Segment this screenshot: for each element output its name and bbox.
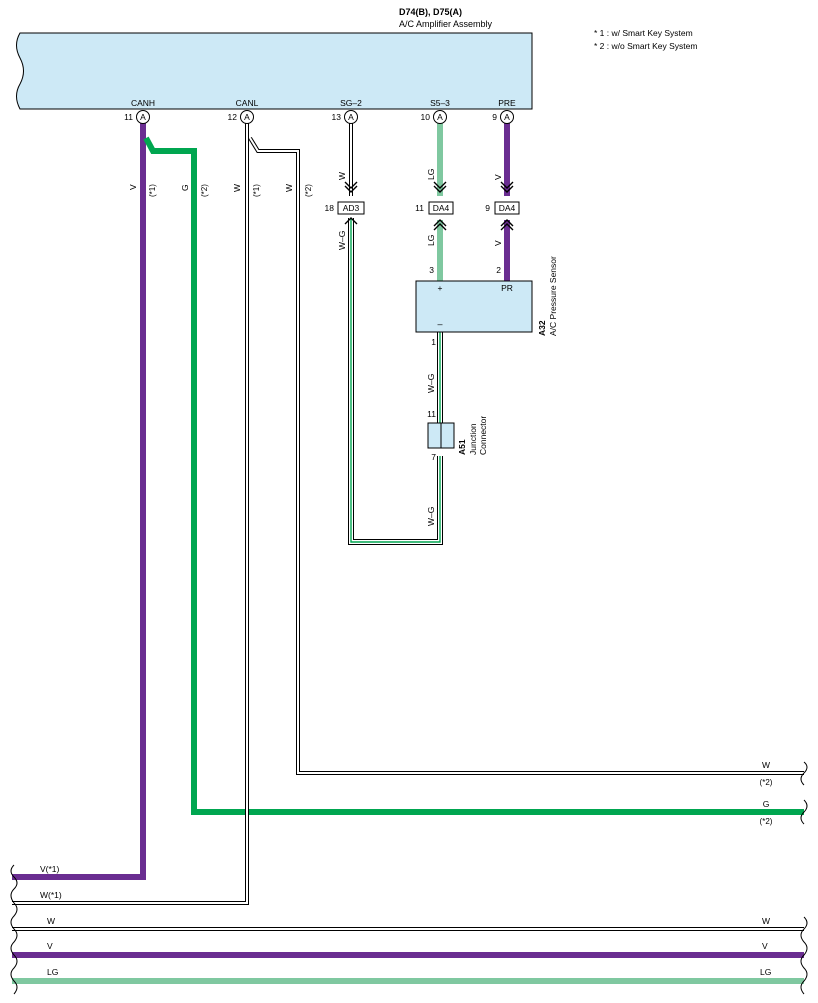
label-s53-lg-bottom: LG [426, 235, 436, 246]
wire-canh-green [143, 136, 804, 815]
svg-text:2: 2 [496, 265, 501, 275]
label-canl-w2-opt: (*2) [304, 184, 313, 197]
label-canl-w2: W [284, 184, 294, 192]
note-1: * 1 : w/ Smart Key System [594, 28, 693, 38]
label-canl-w1-opt: (*1) [252, 184, 261, 197]
left-break-marks [10, 864, 18, 995]
amplifier-code: D74(B), D75(A) [399, 7, 462, 17]
bottom-v-left: V [47, 941, 53, 951]
label-ground-wg-lower: W–G [426, 507, 436, 526]
svg-text:1: 1 [431, 337, 436, 347]
pin-label-s53: S5–3 [430, 98, 450, 108]
bottom-w-right: W [762, 916, 770, 926]
right-end-w-option: (*2) [760, 778, 773, 787]
connector-ad3: AD3 18 [325, 181, 365, 225]
wire-canh-violet [12, 122, 146, 880]
left-end-w-label: W(*1) [40, 890, 62, 900]
svg-text:11: 11 [415, 203, 424, 213]
svg-text:DA4: DA4 [433, 203, 450, 213]
svg-text:–: – [437, 319, 442, 329]
right-end-g-label: G [763, 799, 770, 809]
svg-text:3: 3 [429, 265, 434, 275]
label-pre-v-bottom: V [493, 240, 503, 246]
svg-text:+: + [438, 283, 443, 293]
pin-label-pre: PRE [498, 98, 516, 108]
label-pre-v-top: V [493, 174, 503, 180]
pin-label-canh: CANH [131, 98, 155, 108]
pin-label-canl: CANL [236, 98, 259, 108]
label-canh-opt: (*1) [148, 184, 157, 197]
svg-text:11: 11 [124, 112, 133, 122]
svg-text:11: 11 [427, 409, 436, 419]
svg-text:A: A [437, 112, 443, 122]
svg-text:A: A [244, 112, 250, 122]
sensor-name: A/C Pressure Sensor [548, 256, 558, 336]
svg-text:A: A [504, 112, 510, 122]
junction-connector: 11 7 [427, 409, 455, 462]
sensor-code: A32 [537, 320, 547, 336]
bottom-lg-right: LG [760, 967, 771, 977]
junction-name-1: Junction [468, 423, 478, 455]
note-2: * 2 : w/o Smart Key System [594, 41, 697, 51]
svg-text:A: A [348, 112, 354, 122]
pin-canl: A 12 [228, 110, 254, 124]
connector-da4-s53: DA4 11 [415, 181, 454, 231]
right-end-g-option: (*2) [760, 817, 773, 826]
label-s53-lg-top: LG [426, 169, 436, 180]
svg-text:18: 18 [325, 203, 335, 213]
svg-text:12: 12 [228, 112, 238, 122]
pressure-sensor: + PR – 3 2 1 [415, 265, 533, 347]
svg-text:DA4: DA4 [499, 203, 516, 213]
label-canh-v: V [128, 184, 138, 190]
junction-code: A51 [457, 439, 467, 455]
wire-canl-white-outline [12, 122, 249, 905]
svg-text:9: 9 [492, 112, 497, 122]
svg-text:9: 9 [485, 203, 490, 213]
label-sg2-wg: W–G [337, 231, 347, 250]
svg-text:PR: PR [501, 283, 513, 293]
bottom-v-right: V [762, 941, 768, 951]
label-ground-wg-upper: W–G [426, 374, 436, 393]
pin-label-sg2: SG–2 [340, 98, 362, 108]
svg-text:AD3: AD3 [343, 203, 360, 213]
pin-sg2: A 13 [332, 110, 358, 124]
pin-pre: A 9 [492, 110, 514, 124]
junction-name-2: Connector [478, 416, 488, 455]
amplifier-box [16, 32, 533, 110]
label-canl-w1: W [232, 184, 242, 192]
amplifier-name: A/C Amplifier Assembly [399, 19, 493, 29]
svg-text:10: 10 [421, 112, 431, 122]
svg-text:A: A [140, 112, 146, 122]
label-sg2-w: W [337, 172, 347, 180]
right-end-w-label: W [762, 760, 770, 770]
bottom-lg-left: LG [47, 967, 58, 977]
bottom-w-left: W [47, 916, 55, 926]
connector-da4-pre: DA4 9 [485, 181, 520, 231]
svg-text:7: 7 [431, 452, 436, 462]
label-green-opt: (*2) [200, 184, 209, 197]
label-green-g: G [180, 184, 190, 191]
svg-text:13: 13 [332, 112, 342, 122]
pin-canh: A 11 [124, 110, 150, 124]
pin-s53: A 10 [421, 110, 447, 124]
right-break-marks [800, 761, 808, 995]
wire-canl-white-branch-outline [248, 136, 804, 775]
left-end-v-label: V(*1) [40, 864, 60, 874]
